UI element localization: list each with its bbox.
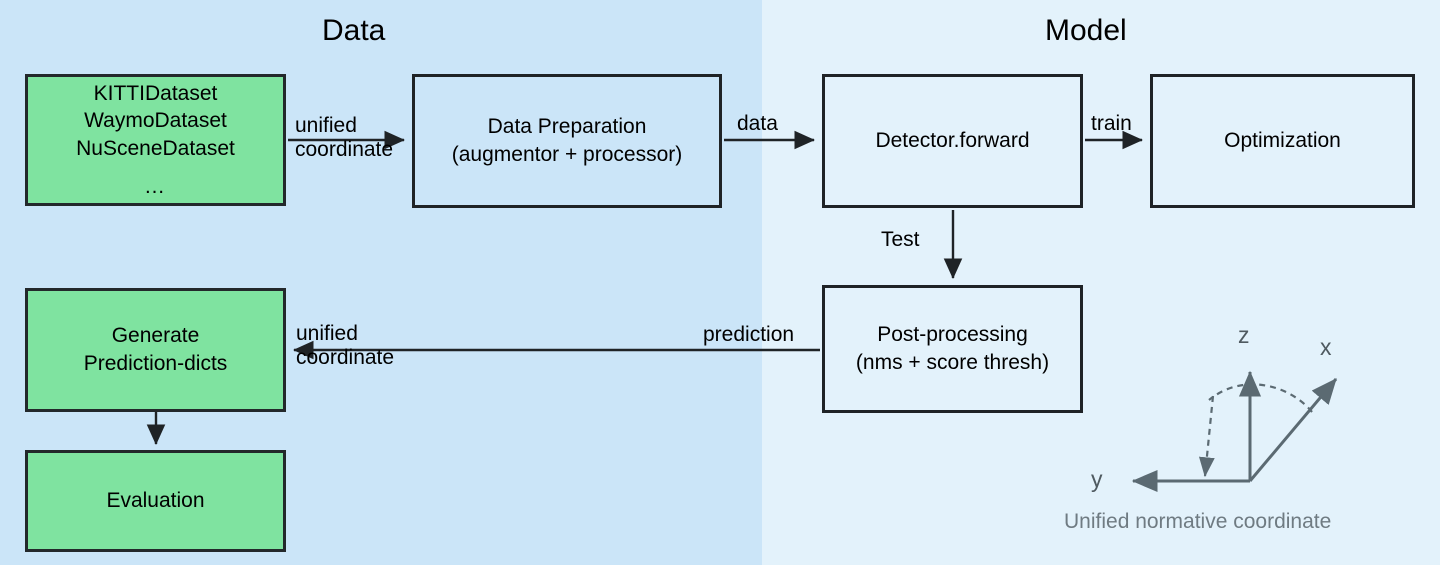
- node-datasets[interactable]: KITTIDataset WaymoDataset NuSceneDataset…: [25, 74, 286, 206]
- coordinate-caption: Unified normative coordinate: [1064, 510, 1332, 533]
- node-data-preparation-line1: Data Preparation: [487, 115, 647, 139]
- edge-label-unified-bottom: unified: [296, 322, 358, 345]
- node-detector-forward-label: Detector.forward: [875, 129, 1030, 153]
- axis-label-x: x: [1320, 334, 1332, 360]
- node-detector-forward[interactable]: Detector.forward: [822, 74, 1083, 208]
- edge-label-test: Test: [881, 228, 920, 251]
- edge-label-unified-coordinate-bottom: unified coordinate: [296, 322, 394, 370]
- node-post-processing-line2: (nms + score thresh): [855, 351, 1050, 374]
- model-section-title: Model: [1045, 14, 1127, 47]
- node-data-preparation-line2: (augmentor + processor): [451, 143, 683, 166]
- node-generate-prediction-dicts[interactable]: Generate Prediction-dicts: [25, 288, 286, 412]
- node-datasets-line2: WaymoDataset: [84, 109, 227, 133]
- edge-label-coordinate-bottom: coordinate: [296, 346, 395, 370]
- axis-label-y: y: [1091, 466, 1103, 492]
- node-optimization-label: Optimization: [1224, 129, 1341, 153]
- node-post-processing[interactable]: Post-processing (nms + score thresh): [822, 285, 1083, 413]
- data-section-title: Data: [322, 14, 386, 47]
- edge-label-coordinate-top: coordinate: [295, 138, 394, 162]
- node-optimization[interactable]: Optimization: [1150, 74, 1415, 208]
- edge-label-unified-top: unified: [295, 114, 357, 137]
- node-generate-line2: Prediction-dicts: [83, 352, 228, 375]
- node-post-processing-line1: Post-processing: [877, 323, 1028, 347]
- axis-label-z: z: [1238, 322, 1250, 348]
- node-datasets-ellipsis: …: [144, 174, 167, 198]
- edge-label-data: data: [737, 112, 778, 135]
- node-evaluation-label: Evaluation: [106, 489, 205, 513]
- node-evaluation[interactable]: Evaluation: [25, 450, 286, 552]
- node-generate-line1: Generate: [111, 324, 200, 348]
- edge-label-prediction: prediction: [703, 323, 795, 346]
- node-data-preparation[interactable]: Data Preparation (augmentor + processor): [412, 74, 722, 208]
- edge-label-unified-coordinate-top: unified coordinate: [295, 114, 393, 162]
- node-datasets-line1: KITTIDataset: [93, 81, 218, 105]
- node-datasets-line3: NuSceneDataset: [76, 137, 235, 160]
- edge-label-train: train: [1091, 112, 1132, 135]
